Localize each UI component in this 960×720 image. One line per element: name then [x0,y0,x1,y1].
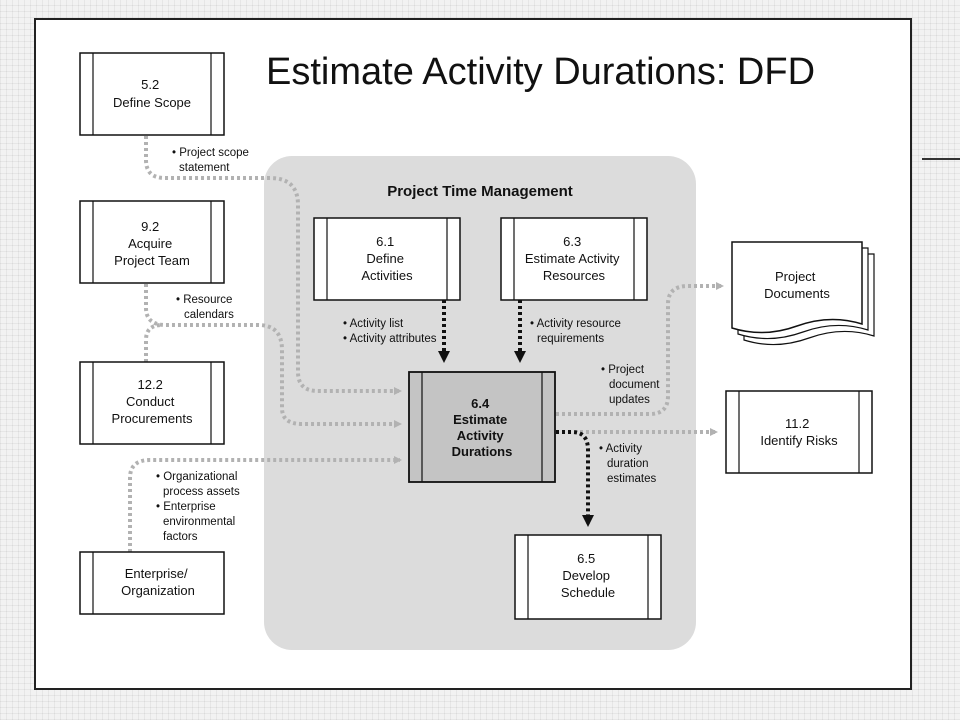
svg-text:9.2 Acquire Pr: 9.2 Acquire Project Team [114,219,190,268]
slide-title: Estimate Activity Durations: DFD [266,51,816,93]
process-11-2-identify-risks: 11.2 Identify Risks [725,390,873,474]
process-name-line: Estimate Activity [525,251,620,266]
flow-label-activity-list: • Activity list • Activity attributes [343,318,437,345]
svg-text:Project Documents: Project Documents [764,269,830,301]
flow-project-scope [144,136,402,395]
process-number: 12.2 [138,377,163,392]
process-6-1-define-activities: 6.1 Define Activities [313,217,461,301]
process-name-line: Define [366,251,404,266]
process-number: 6.1 [376,234,394,249]
svg-text:Enterprise/ Organizati: Enterprise/ Organization [121,566,195,598]
document-name-line: Project [775,269,816,284]
process-12-2-conduct-procurements: 12.2 Conduct Procurements [79,361,225,445]
process-name: Define Scope [113,95,191,110]
flow-conduct-procurements [144,323,163,362]
process-name-line: Activity [457,428,505,443]
process-6-4-estimate-activity-durations: 6.4 Estimate Activity Durations [408,371,556,483]
document-name-line: Documents [764,286,830,301]
flow-enterprise [128,456,402,552]
process-name-line: Activities [361,268,413,283]
process-name-line: Project Team [114,253,190,268]
process-number: 5.2 [141,77,159,92]
flow-label-resource-calendars: • Resource calendars [176,294,236,321]
process-name-line: Resources [543,268,606,283]
process-name: Identify Risks [760,433,838,448]
flow-label-duration-estimates: • Activity duration estimates [599,443,656,485]
process-5-2-define-scope: 5.2 Define Scope [79,52,225,136]
process-9-2-acquire-project-team: 9.2 Acquire Project Team [79,200,225,284]
process-6-3-estimate-activity-resources: 6.3 Estimate Activity Resources [500,217,648,301]
process-name-line: Acquire [128,236,172,251]
region-label: Project Time Management [387,183,573,200]
document-project-documents: Project Documents [731,241,875,346]
external-enterprise-organization: Enterprise/ Organization [79,551,225,615]
process-name-line: Estimate [453,412,507,427]
flow-layer [128,136,724,552]
svg-text:6.1 Define Act: 6.1 Define Activities [361,234,413,283]
flow-label-layer: • Project scope statement • Resource cal… [156,147,663,543]
flow-label-project-scope: • Project scope statement [172,147,252,174]
process-name-line: Develop [562,568,610,583]
svg-text:12.2 Conduct P: 12.2 Conduct Procurements [112,377,193,426]
flow-label-resource-requirements: • Activity resource requirements [530,318,624,345]
flow-duration-estimates [556,430,594,527]
svg-text:6.5 Develop Sc: 6.5 Develop Schedule [561,551,615,600]
process-6-5-develop-schedule: 6.5 Develop Schedule [514,534,662,620]
external-name-line: Enterprise/ [125,566,188,581]
svg-text:6.4 Estimate A: 6.4 Estimate Activity Durations [452,396,513,459]
external-name-line: Organization [121,583,195,598]
svg-text:5.2 Define Scope: 5.2 Define Scope [113,77,191,110]
svg-text:11.2 Identify Risks: 11.2 Identify Risks [760,416,838,448]
process-number: 6.5 [577,551,595,566]
process-name-line: Procurements [112,411,193,426]
flow-label-enterprise-inputs: • Organizational process assets • Enterp… [156,471,243,543]
process-name-line: Conduct [126,394,175,409]
process-number: 6.4 [471,396,490,411]
process-name-line: Schedule [561,585,615,600]
node-layer: 5.2 Define Scope 9.2 Acquire Project Tea… [79,52,875,620]
process-name-line: Durations [452,444,513,459]
flow-document-updates [556,282,724,416]
process-number: 9.2 [141,219,159,234]
corner-decoration-line [922,158,960,160]
process-number: 11.2 [785,416,809,431]
flow-label-document-updates: • Project document updates [601,364,663,406]
svg-text:6.3 Estimate Activity: 6.3 Estimate Activity Resources [525,234,623,283]
flow-resource-calendars [144,284,402,428]
process-number: 6.3 [563,234,581,249]
